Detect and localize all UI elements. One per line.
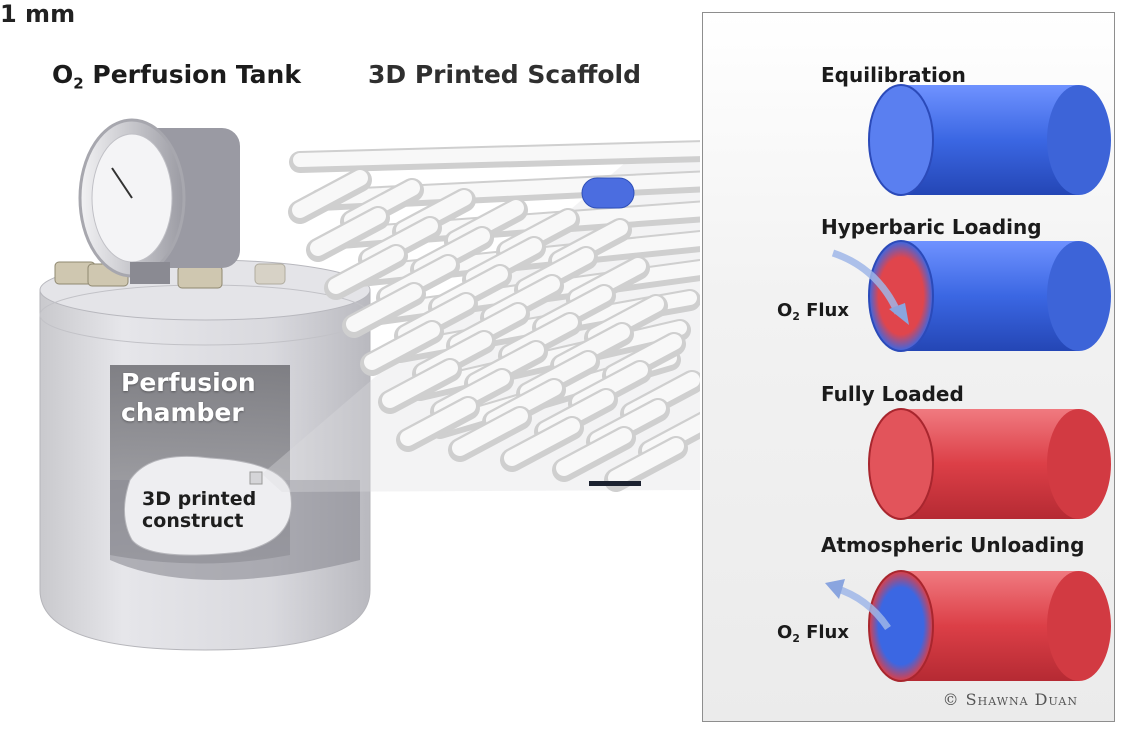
loading-stages-panel: Equilibration Hyperbaric Loading Fully L… [702, 12, 1115, 722]
perfusion-tank [39, 259, 371, 651]
scaffold-title: 3D Printed Scaffold [368, 60, 641, 89]
stage-title-atmospheric-unloading: Atmospheric Unloading [821, 533, 1085, 557]
artist-credit: © Shawna Duan [942, 690, 1078, 709]
chamber-label-line2: chamber [121, 397, 244, 427]
scale-bar [589, 481, 641, 486]
scaffold-rod-short-highlight [382, 360, 458, 408]
scaffold-rod-short-highlight [556, 428, 632, 476]
stage-title-hyperbaric-loading: Hyperbaric Loading [821, 215, 1042, 239]
highlighted-rod [581, 177, 635, 209]
o2-flux-label-unloading: O2 Flux [777, 622, 849, 645]
construct-label-line2: construct [142, 510, 244, 533]
construct-label-line1: 3D printed [142, 488, 257, 510]
cylinder-atmospheric-unloading [825, 570, 1111, 682]
scale-bar-label: 1 mm [0, 0, 76, 28]
scaffold-rod-short-highlight [364, 322, 440, 370]
scaffold-rod-short-highlight [452, 408, 528, 456]
construct-label: 3D printed construct [142, 488, 256, 533]
scaffold-lattice [288, 140, 700, 492]
tank-title: O2 Perfusion Tank [52, 60, 301, 93]
scaffold-rod-short-highlight [328, 246, 404, 294]
chamber-label: Perfusion chamber [121, 368, 256, 427]
scaffold-rod-short-highlight [292, 170, 368, 218]
cylinder-equilibration [868, 84, 1111, 196]
scaffold-rod-long-highlight [293, 142, 700, 167]
o2-flux-label-loading: O2 Flux [777, 300, 849, 323]
cylinder-hyperbaric-loading [831, 240, 1111, 352]
stage-cylinders [825, 84, 1111, 682]
scaffold-rod-short-highlight [346, 284, 422, 332]
scaffold-rod-short-highlight [310, 208, 386, 256]
scaffold-rod-long-highlight [413, 321, 687, 395]
illustration [39, 118, 700, 651]
stage-title-equilibration: Equilibration [821, 63, 966, 87]
stage-title-fully-loaded: Fully Loaded [821, 382, 964, 406]
pressure-gauge-icon [78, 118, 240, 284]
scaffold-rod-short-highlight [400, 398, 476, 446]
scaffold-rod-short-highlight [608, 438, 684, 486]
cylinder-fully-loaded [868, 408, 1111, 520]
chamber-label-line1: Perfusion [121, 368, 256, 397]
scaffold-rod-short-highlight [504, 418, 580, 466]
